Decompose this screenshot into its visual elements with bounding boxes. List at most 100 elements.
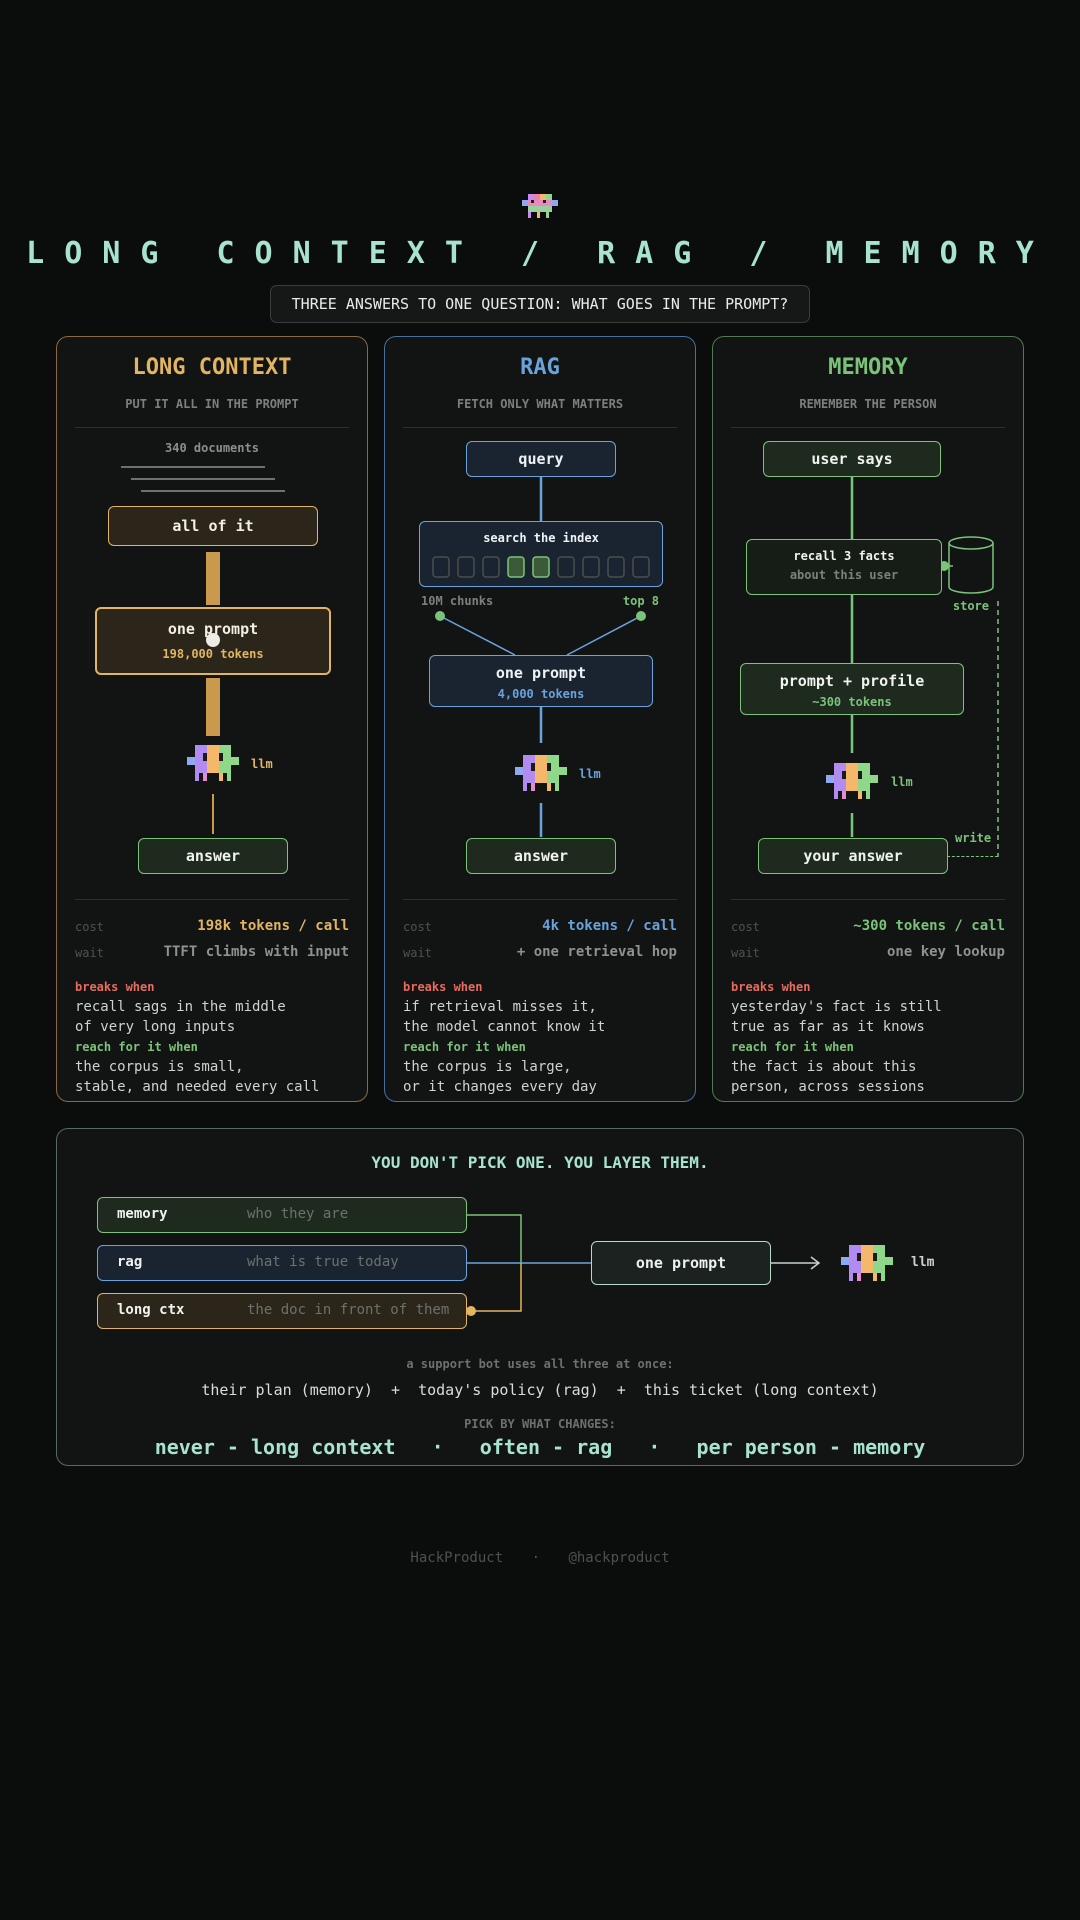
- example-caption: a support bot uses all three at once:: [406, 1357, 674, 1371]
- reach-line: person, across sessions: [731, 1079, 925, 1095]
- answer-label: answer: [185, 847, 241, 865]
- prompt-label: one prompt: [495, 664, 587, 682]
- divider: [731, 427, 1005, 428]
- llm-mascot-icon: [187, 745, 239, 781]
- layer-desc: the doc in front of them: [247, 1302, 450, 1318]
- flow-bar-bottom: [206, 678, 220, 736]
- llm-mascot-icon: [826, 763, 878, 799]
- layer-name: memory: [117, 1206, 168, 1222]
- cost-value: 4k tokens / call: [542, 918, 677, 934]
- cost-key: cost: [731, 920, 760, 934]
- reach-line: the fact is about this: [731, 1059, 917, 1075]
- footer-handle: @hackproduct: [568, 1550, 670, 1566]
- breaks-line: if retrieval misses it,: [403, 999, 597, 1015]
- panel-subtitle: REMEMBER THE PERSON: [799, 397, 937, 411]
- answer-label: your answer: [803, 847, 903, 865]
- prompt-label: one prompt: [167, 620, 259, 638]
- wait-key: wait: [731, 946, 760, 960]
- divider: [403, 427, 677, 428]
- breaks-label: breaks when: [403, 980, 483, 994]
- layering-panel: YOU DON'T PICK ONE. YOU LAYER THEM. memo…: [56, 1128, 1024, 1466]
- chunks-label: 10M chunks: [421, 594, 494, 608]
- panel-subtitle: PUT IT ALL IN THE PROMPT: [125, 397, 299, 411]
- flow-bar-top: [206, 552, 220, 605]
- panel-subtitle: FETCH ONLY WHAT MATTERS: [456, 397, 624, 411]
- llm-mascot-icon: [515, 755, 567, 791]
- recall-sub: about this user: [789, 568, 899, 582]
- tradeoffs-text: breaks when yesterday's fact is still tr…: [731, 977, 1013, 1097]
- breaks-line: true as far as it knows: [731, 1019, 925, 1035]
- cost-value: 198k tokens / call: [197, 918, 349, 934]
- top-label: top 8: [622, 594, 659, 608]
- reach-label: reach for it when: [403, 1040, 526, 1054]
- wait-value: TTFT climbs with input: [163, 944, 349, 960]
- index-label: search the index: [483, 531, 599, 545]
- divider: [75, 899, 349, 900]
- long-context-panel: LONG CONTEXT PUT IT ALL IN THE PROMPT 34…: [56, 336, 368, 1102]
- breaks-label: breaks when: [75, 980, 155, 994]
- cost-row: cost ~300 tokens / call: [731, 918, 1005, 938]
- reach-line: the corpus is small,: [75, 1059, 244, 1075]
- reach-line: stable, and needed every call: [75, 1079, 320, 1095]
- breaks-line: recall sags in the middle: [75, 999, 286, 1015]
- layer-row-rag: rag what is true today: [97, 1245, 467, 1281]
- pick-text: never - long context · often - rag · per…: [154, 1435, 926, 1459]
- wait-key: wait: [403, 946, 432, 960]
- breaks-line: yesterday's fact is still: [731, 999, 942, 1015]
- breaks-label: breaks when: [731, 980, 811, 994]
- llm-label: llm: [891, 775, 913, 789]
- store-label: store: [952, 599, 989, 613]
- prompt-tokens: 198,000 tokens: [162, 647, 264, 661]
- prompt-profile-box: prompt + profile ~300 tokens: [740, 663, 964, 715]
- document-stack-lines: [57, 461, 367, 505]
- layer-name: long ctx: [117, 1302, 185, 1318]
- prompt-tokens: 4,000 tokens: [497, 687, 585, 701]
- write-label: write: [955, 831, 992, 845]
- layering-title: YOU DON'T PICK ONE. YOU LAYER THEM.: [371, 1153, 709, 1172]
- layer-desc: who they are: [247, 1206, 349, 1222]
- user-says-box: user says: [763, 441, 941, 477]
- one-prompt-box: one prompt 4,000 tokens: [429, 655, 653, 707]
- layer-row-long-ctx: long ctx the doc in front of them: [97, 1293, 467, 1329]
- wait-value: one key lookup: [886, 944, 1005, 960]
- rag-connectors: [385, 337, 695, 861]
- recall-label: recall 3 facts: [793, 549, 895, 563]
- divider: [403, 899, 677, 900]
- reach-label: reach for it when: [731, 1040, 854, 1054]
- layer-name: rag: [117, 1254, 143, 1270]
- search-index-box: search the index: [419, 521, 663, 587]
- footer: HackProduct · @hackproduct: [0, 1550, 1080, 1566]
- reach-line: or it changes every day: [403, 1079, 597, 1095]
- page-subtitle: THREE ANSWERS TO ONE QUESTION: WHAT GOES…: [270, 285, 810, 323]
- your-answer-box: your answer: [758, 838, 948, 874]
- cost-row: cost 198k tokens / call: [75, 918, 349, 938]
- panel-title: LONG CONTEXT: [132, 355, 292, 380]
- breaks-line: of very long inputs: [75, 1019, 236, 1035]
- prompt-label: one prompt: [635, 1254, 727, 1272]
- tradeoffs-text: breaks when recall sags in the middle of…: [75, 977, 357, 1097]
- rag-panel: RAG FETCH ONLY WHAT MATTERS query search…: [384, 336, 696, 1102]
- layer-row-memory: memory who they are: [97, 1197, 467, 1233]
- index-chunks: [432, 556, 654, 582]
- llm-label: llm: [251, 757, 273, 771]
- all-of-it-box: all of it: [108, 506, 318, 546]
- panel-title: RAG: [520, 355, 560, 380]
- prompt-label: prompt + profile: [779, 672, 925, 690]
- query-label: query: [518, 450, 564, 468]
- cost-key: cost: [75, 920, 104, 934]
- memory-panel: MEMORY REMEMBER THE PERSON user says rec…: [712, 336, 1024, 1102]
- cost-value: ~300 tokens / call: [853, 918, 1005, 934]
- answer-box: answer: [466, 838, 616, 874]
- answer-label: answer: [513, 847, 569, 865]
- mascot-logo-icon: [522, 194, 558, 218]
- divider: [731, 899, 1005, 900]
- answer-box: answer: [138, 838, 288, 874]
- llm-label: llm: [911, 1255, 935, 1270]
- docs-label: 340 documents: [165, 441, 259, 455]
- wait-row: wait TTFT climbs with input: [75, 944, 349, 964]
- user-says-label: user says: [811, 450, 893, 468]
- recall-facts-box: recall 3 facts about this user: [746, 539, 942, 595]
- cost-key: cost: [403, 920, 432, 934]
- query-box: query: [466, 441, 616, 477]
- one-prompt-box: one prompt: [591, 1241, 771, 1285]
